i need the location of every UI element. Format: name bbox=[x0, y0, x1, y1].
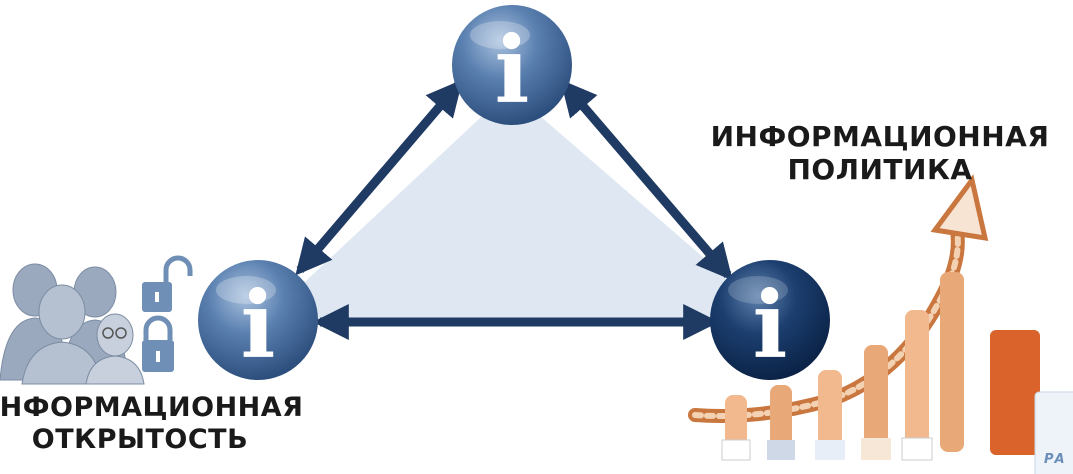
label-left-line2: ОТКРЫТОСТЬ bbox=[31, 423, 249, 455]
info-icon-left: i bbox=[241, 271, 276, 379]
corner-watermark-text: РА bbox=[1044, 452, 1066, 467]
locked-lock-icon bbox=[142, 315, 174, 372]
arrows bbox=[295, 79, 733, 340]
label-right-line1: ИНФОРМАЦИОННАЯ bbox=[710, 120, 1050, 153]
info-icon-top: i bbox=[495, 16, 530, 124]
label-left-line1: ИНФОРМАЦИОННАЯ bbox=[0, 392, 304, 423]
arrow-top-left bbox=[295, 79, 463, 276]
corner-card bbox=[1034, 391, 1073, 474]
node-left: i bbox=[198, 260, 318, 380]
info-icon-right: i bbox=[753, 271, 788, 379]
node-right: i bbox=[710, 260, 830, 380]
hands-illustration bbox=[721, 272, 1040, 461]
people-group-icon bbox=[0, 263, 145, 385]
node-top: i bbox=[452, 5, 572, 125]
unlocked-lock-icon bbox=[142, 255, 193, 312]
label-information-openness: ИНФОРМАЦИОННАЯ ОТКРЫТОСТЬ bbox=[0, 392, 310, 456]
label-information-policy: ИНФОРМАЦИОННАЯ ПОЛИТИКА bbox=[690, 120, 1070, 186]
arrow-top-right bbox=[560, 79, 733, 281]
label-right-line2: ПОЛИТИКА bbox=[787, 153, 973, 187]
